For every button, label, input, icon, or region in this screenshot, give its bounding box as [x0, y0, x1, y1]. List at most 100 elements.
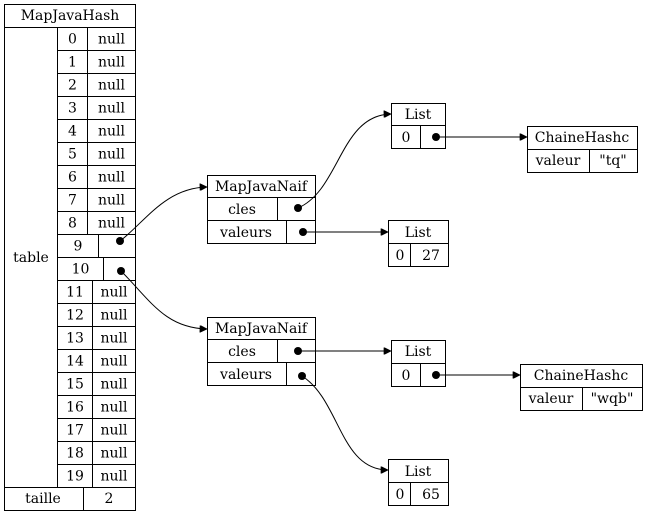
slot-value: null: [101, 285, 129, 301]
chainehashc-title: ChaineHashc: [534, 368, 629, 384]
slot-value: null: [101, 469, 129, 485]
edge-slot9-to-mapjavanaif1: [116, 187, 207, 245]
hash-slots: 0 null 1 null 2 null 3 null 4 null 5 null 6 null 7 null…: [57, 27, 136, 488]
slot-index: 4: [68, 124, 77, 140]
list-title: List: [405, 464, 432, 480]
slot-value: null: [98, 193, 126, 209]
slot-index: 11: [66, 285, 84, 301]
list-index: 0: [402, 368, 411, 384]
hash-slot: 7 null: [57, 188, 136, 212]
edge-cles2-to-list3: [294, 347, 391, 355]
hash-slot: 5 null: [57, 142, 136, 166]
list-node-1: List 0: [391, 103, 446, 149]
hash-slot: 10: [57, 257, 136, 281]
hash-slot: 4 null: [57, 119, 136, 143]
slot-value: null: [101, 331, 129, 347]
string-value: "wqb": [591, 391, 634, 407]
chainehashc-node-2: ChaineHashc valeur "wqb": [520, 364, 643, 411]
hash-slot: 11 null: [57, 280, 136, 304]
list-node-4: List 0 65: [388, 459, 449, 506]
table-label: table: [13, 250, 49, 266]
hash-slot: 18 null: [57, 441, 136, 465]
list-value: 65: [422, 487, 440, 503]
list-title: List: [405, 344, 432, 360]
string-value: "tq": [599, 153, 626, 169]
list-index: 0: [396, 248, 405, 264]
edge-list1-to-chainehashc1: [432, 133, 527, 141]
hash-slot: 3 null: [57, 96, 136, 120]
slot-index: 19: [66, 469, 84, 485]
edge-slot10-to-mapjavanaif2: [117, 267, 207, 329]
slot-value: null: [98, 147, 126, 163]
chainehashc-title: ChaineHashc: [535, 130, 630, 146]
keys-label: cles: [228, 344, 256, 360]
field-label: valeur: [528, 391, 574, 407]
slot-value: null: [98, 101, 126, 117]
slot-index: 17: [66, 423, 84, 439]
slot-index: 6: [68, 170, 77, 186]
list-node-2: List 0 27: [388, 220, 449, 267]
slot-value: null: [98, 78, 126, 94]
slot-index: 9: [74, 239, 83, 255]
hash-slot: 9: [57, 234, 136, 258]
slot-index: 7: [68, 193, 77, 209]
slot-index: 2: [68, 78, 77, 94]
edge-list3-to-chainehashc2: [432, 371, 520, 379]
mapjavanaif-title: MapJavaNaif: [215, 321, 309, 337]
hash-slot: 16 null: [57, 395, 136, 419]
mapjavanaif-title: MapJavaNaif: [215, 179, 309, 195]
slot-index: 13: [66, 331, 84, 347]
slot-index: 8: [68, 216, 77, 232]
values-label: valeurs: [219, 367, 272, 383]
slot-index: 12: [66, 308, 84, 324]
slot-value: null: [101, 400, 129, 416]
mapjavahash-node: MapJavaHash table taille 2 0 null 1 null 2 nu…: [4, 4, 136, 511]
keys-label: cles: [228, 202, 256, 218]
slot-index: 18: [66, 446, 84, 462]
slot-index: 10: [72, 262, 90, 278]
list-node-3: List 0: [391, 340, 446, 387]
list-index: 0: [396, 487, 405, 503]
slot-value: null: [101, 377, 129, 393]
values-label: valeurs: [219, 225, 272, 241]
slot-index: 5: [68, 147, 77, 163]
slot-index: 16: [66, 400, 84, 416]
slot-index: 14: [66, 354, 84, 370]
slot-value: null: [98, 170, 126, 186]
mapjavanaif-node-1: MapJavaNaif cles valeurs: [207, 175, 316, 244]
slot-index: 1: [68, 55, 77, 71]
hash-slot: 6 null: [57, 165, 136, 189]
mapjavahash-title: MapJavaHash: [21, 8, 120, 24]
hash-slot: 15 null: [57, 372, 136, 396]
hash-slot: 13 null: [57, 326, 136, 350]
hash-slot: 8 null: [57, 211, 136, 235]
slot-index: 3: [68, 101, 77, 117]
list-title: List: [405, 225, 432, 241]
slot-index: 0: [68, 32, 77, 48]
size-value: 2: [105, 491, 114, 507]
slot-value: null: [98, 124, 126, 140]
mapjavanaif-node-2: MapJavaNaif cles valeurs: [207, 317, 316, 386]
hash-slot: 0 null: [57, 27, 136, 51]
edge-cles1-to-list1: [294, 114, 391, 212]
hash-slot: 19 null: [66, 464, 129, 488]
hash-slot: 1 null: [57, 50, 136, 74]
edge-valeurs1-to-list2: [299, 228, 388, 236]
slot-value: null: [98, 55, 126, 71]
slot-value: null: [101, 423, 129, 439]
hash-slot: 17 null: [57, 418, 136, 442]
list-value: 27: [422, 248, 440, 264]
slot-value: null: [98, 32, 126, 48]
size-label: taille: [25, 491, 61, 507]
list-title: List: [405, 107, 432, 123]
field-label: valeur: [535, 153, 581, 169]
slot-value: null: [101, 446, 129, 462]
edge-valeurs2-to-list4: [298, 372, 388, 470]
slot-value: null: [98, 216, 126, 232]
slot-index: 15: [66, 377, 84, 393]
hash-slot: 2 null: [57, 73, 136, 97]
list-index: 0: [402, 130, 411, 146]
